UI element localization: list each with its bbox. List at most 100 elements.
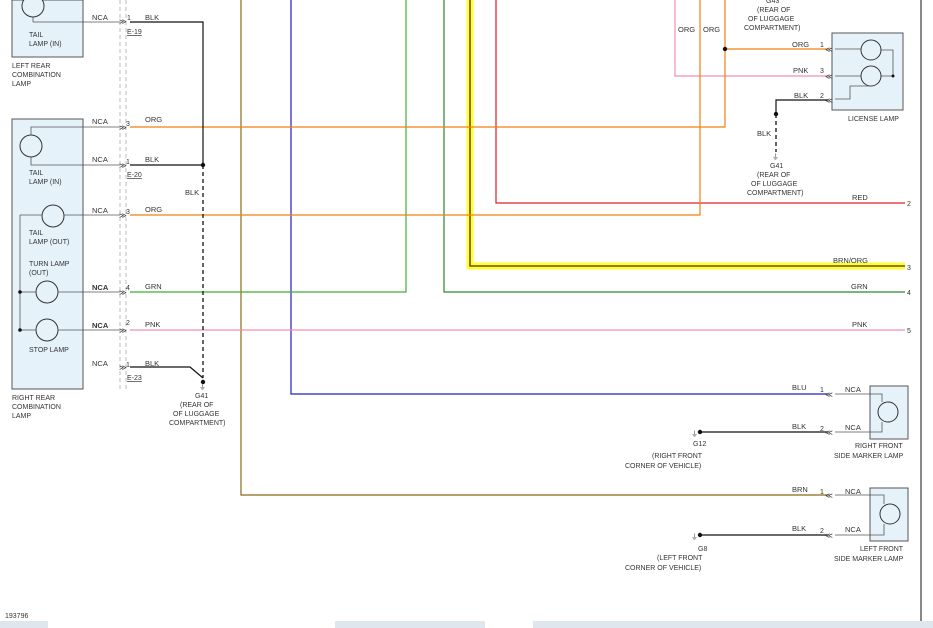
- left-pin-row-1: NCA ≫ 3 ORG: [92, 115, 162, 132]
- wire-grn-left: [130, 0, 407, 293]
- lf-marker-name-1: LEFT FRONT: [860, 546, 904, 553]
- svg-text:BLK: BLK: [145, 155, 159, 164]
- left-pin-row-0: NCA ≫ 1 BLK E-19: [92, 13, 159, 36]
- wire-pnk-license: [674, 0, 828, 77]
- wire-red: [495, 0, 905, 204]
- left-pin-row-4: NCA ≫ 4 GRN: [92, 282, 162, 297]
- tail-lamp-out-label-1: TAIL: [29, 230, 43, 237]
- g12-ground: G12 (RIGHT FRONT CORNER OF VEHICLE): [625, 441, 706, 470]
- svg-text:E-20: E-20: [127, 172, 142, 179]
- wire-blk-left: [130, 21, 206, 385]
- svg-text:1: 1: [127, 15, 131, 22]
- svg-text:BLK: BLK: [145, 359, 159, 368]
- svg-text:1: 1: [126, 159, 130, 166]
- svg-text:NCA: NCA: [92, 206, 108, 215]
- wire-brn-org-highlighted: [466, 0, 905, 270]
- svg-text:CORNER OF VEHICLE): CORNER OF VEHICLE): [625, 463, 701, 470]
- svg-text:NCA: NCA: [92, 359, 108, 368]
- svg-text:ORG: ORG: [145, 205, 162, 214]
- svg-text:2: 2: [907, 201, 911, 208]
- ground-icon: ⏚: [772, 153, 779, 161]
- lf-marker-name-2: SIDE MARKER LAMP: [834, 556, 904, 563]
- tail-lamp-in-label-2: LAMP (IN): [29, 179, 62, 186]
- svg-text:PNK: PNK: [793, 66, 808, 75]
- org-vertical-label-2: ORG: [703, 25, 720, 34]
- marker-connector-icon: ≪: [825, 531, 833, 540]
- svg-text:BLK: BLK: [792, 422, 806, 431]
- svg-text:(REAR OF: (REAR OF: [180, 402, 213, 409]
- marker-connector-icon: ≪: [825, 428, 833, 437]
- rf-marker-name-2: SIDE MARKER LAMP: [834, 453, 904, 460]
- svg-text:OF LUGGAGE: OF LUGGAGE: [748, 16, 795, 23]
- left-pin-row-2: NCA ≫ 1 BLK E-20: [92, 155, 159, 179]
- stop-lamp-label: STOP LAMP: [29, 347, 69, 354]
- svg-text:BLK: BLK: [145, 13, 159, 22]
- bottom-scroll-strip[interactable]: [0, 621, 933, 628]
- svg-text:3: 3: [907, 265, 911, 272]
- svg-text:E-19: E-19: [127, 29, 142, 36]
- right-connector-pin-1: BRN/ORG 3: [833, 256, 911, 272]
- left-pin-connector-icon: ≫: [119, 161, 127, 170]
- g43-ground: G43 (REAR OF OF LUGGAGE COMPARTMENT): [744, 0, 801, 32]
- svg-text:1: 1: [820, 489, 824, 496]
- svg-text:G41: G41: [770, 163, 783, 170]
- svg-text:(LEFT FRONT: (LEFT FRONT: [657, 555, 703, 562]
- bottom-strip-segment: [485, 621, 533, 628]
- left-rear-combination-lamp: TAIL LAMP (IN): [11, 0, 120, 58]
- license-pin-1: PNK 3 ≪: [793, 66, 833, 81]
- svg-text:CORNER OF VEHICLE): CORNER OF VEHICLE): [625, 565, 701, 572]
- svg-text:3: 3: [820, 68, 824, 75]
- svg-text:(REAR OF: (REAR OF: [757, 172, 790, 179]
- rf-marker-pin-blk: ⏚ BLK 2 ≪ NCA: [691, 422, 861, 438]
- svg-text:COMPARTMENT): COMPARTMENT): [169, 420, 226, 427]
- svg-text:G8: G8: [698, 546, 707, 553]
- svg-text:RED: RED: [852, 193, 868, 202]
- svg-text:BLU: BLU: [792, 383, 807, 392]
- right-rear-combination-lamp: TAIL LAMP (IN) TAIL LAMP (OUT) TURN LAMP…: [11, 118, 120, 390]
- right-rear-name-3: LAMP: [12, 413, 31, 420]
- svg-text:NCA: NCA: [92, 283, 109, 292]
- svg-text:(REAR OF: (REAR OF: [757, 7, 790, 14]
- left-blk-vertical-label: BLK: [185, 188, 199, 197]
- g41-left-ground: ⏚ G41 (REAR OF OF LUGGAGE COMPARTMENT): [169, 383, 226, 427]
- tail-lamp-in-label-1: TAIL: [29, 170, 43, 177]
- left-pin-connector-icon: ≫: [119, 17, 127, 26]
- left-rear-name-2: COMBINATION: [12, 72, 61, 79]
- left-pin-row-3: NCA ≫ 3 ORG: [92, 205, 162, 220]
- left-front-side-marker-lamp: [835, 487, 909, 542]
- left-pin-row-6: NCA ≫ 1 BLK E-23: [92, 359, 159, 382]
- svg-text:BRN/ORG: BRN/ORG: [833, 256, 868, 265]
- svg-text:NCA: NCA: [92, 155, 108, 164]
- svg-text:BLK: BLK: [794, 91, 808, 100]
- diagram-id: 193796: [5, 613, 28, 620]
- ground-icon: ⏚: [691, 430, 698, 438]
- license-connector-icon: ≪: [825, 45, 833, 54]
- left-pin-connector-icon: ≫: [119, 211, 127, 220]
- svg-text:1: 1: [820, 42, 824, 49]
- lf-marker-pin-blk: ⏚ BLK 2 ≪ NCA: [691, 524, 861, 541]
- svg-text:ORG: ORG: [792, 40, 809, 49]
- license-blk-vertical-label: BLK: [757, 129, 771, 138]
- license-lamp: [831, 32, 904, 111]
- license-connector-icon: ≪: [825, 96, 833, 105]
- svg-text:NCA: NCA: [92, 13, 108, 22]
- org-vertical-label-1: ORG: [678, 25, 695, 34]
- g41-license-ground: ⏚ G41 (REAR OF OF LUGGAGE COMPARTMENT): [747, 153, 804, 197]
- license-pin-0: ORG 1 ≪: [792, 40, 833, 54]
- right-connector-pin-3: PNK 5: [852, 320, 911, 335]
- wire-org-license: [130, 0, 701, 216]
- left-pin-connector-icon: ≫: [119, 326, 127, 335]
- svg-text:COMPARTMENT): COMPARTMENT): [744, 25, 801, 32]
- svg-text:PNK: PNK: [852, 320, 867, 329]
- g8-ground: G8 (LEFT FRONT CORNER OF VEHICLE): [625, 546, 707, 572]
- wire-org-tail: [130, 0, 828, 128]
- svg-text:COMPARTMENT): COMPARTMENT): [747, 190, 804, 197]
- svg-text:4: 4: [126, 285, 130, 292]
- svg-text:1: 1: [820, 387, 824, 394]
- svg-text:G43: G43: [766, 0, 779, 5]
- svg-text:OF LUGGAGE: OF LUGGAGE: [751, 181, 798, 188]
- left-rear-lamp-label-2: LAMP (IN): [29, 41, 62, 48]
- left-rear-lamp-label-1: TAIL: [29, 32, 43, 39]
- svg-text:GRN: GRN: [851, 282, 868, 291]
